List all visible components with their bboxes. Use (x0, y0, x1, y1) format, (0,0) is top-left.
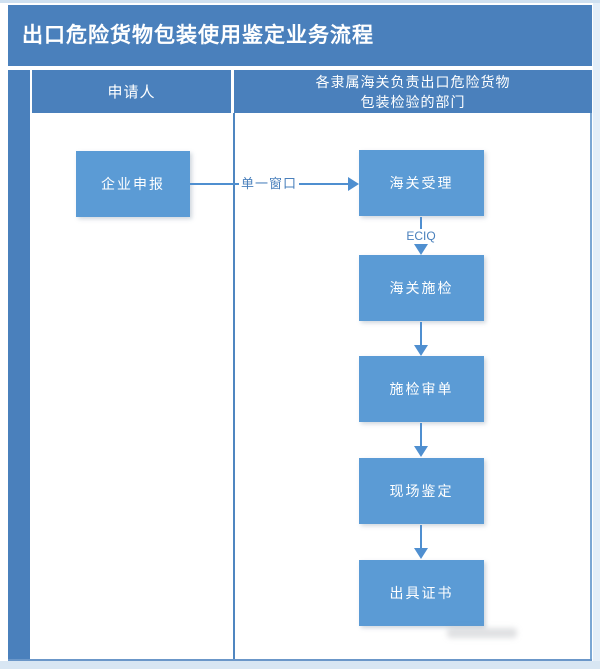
connector-vertical-line (420, 525, 422, 549)
connector-label-eciq: ECIQ (406, 229, 436, 243)
connector-vertical-line (420, 423, 422, 447)
canvas-bottom-border (8, 659, 592, 661)
connector-vertical-line (420, 322, 422, 346)
flow-node-customs-inspection: 海关施检 (359, 255, 484, 321)
lane-header-customs: 各隶属海关负责出口危险货物 包装检验的部门 (234, 70, 592, 113)
watermark-smudge (447, 628, 517, 638)
flow-node-enterprise-declaration: 企业申报 (76, 151, 190, 217)
flow-node-onsite-assessment: 现场鉴定 (359, 458, 484, 524)
arrow-down-icon (414, 345, 428, 356)
outer-frame-bottom (0, 661, 600, 669)
arrow-down-icon (414, 548, 428, 559)
outer-frame-right (593, 3, 600, 661)
arrow-right-icon (348, 177, 359, 191)
connector-vertical-line (420, 217, 422, 229)
flow-node-customs-acceptance: 海关受理 (359, 150, 484, 216)
lane-header-applicant: 申请人 (32, 70, 231, 113)
flow-node-inspection-review: 施检审单 (359, 356, 484, 422)
arrow-down-icon (414, 446, 428, 457)
arrow-down-icon (414, 244, 428, 255)
page-title: 出口危险货物包装使用鉴定业务流程 (8, 5, 592, 66)
left-accent-strip (8, 70, 30, 659)
lane-divider (233, 113, 235, 659)
outer-frame-top (0, 0, 600, 3)
lane-header-customs-label: 各隶属海关负责出口危险货物 包装检验的部门 (315, 73, 511, 110)
connector-label-single-window: 单一窗口 (239, 175, 300, 193)
lane-header-applicant-label: 申请人 (107, 84, 156, 101)
flow-node-issue-certificate: 出具证书 (359, 560, 484, 626)
